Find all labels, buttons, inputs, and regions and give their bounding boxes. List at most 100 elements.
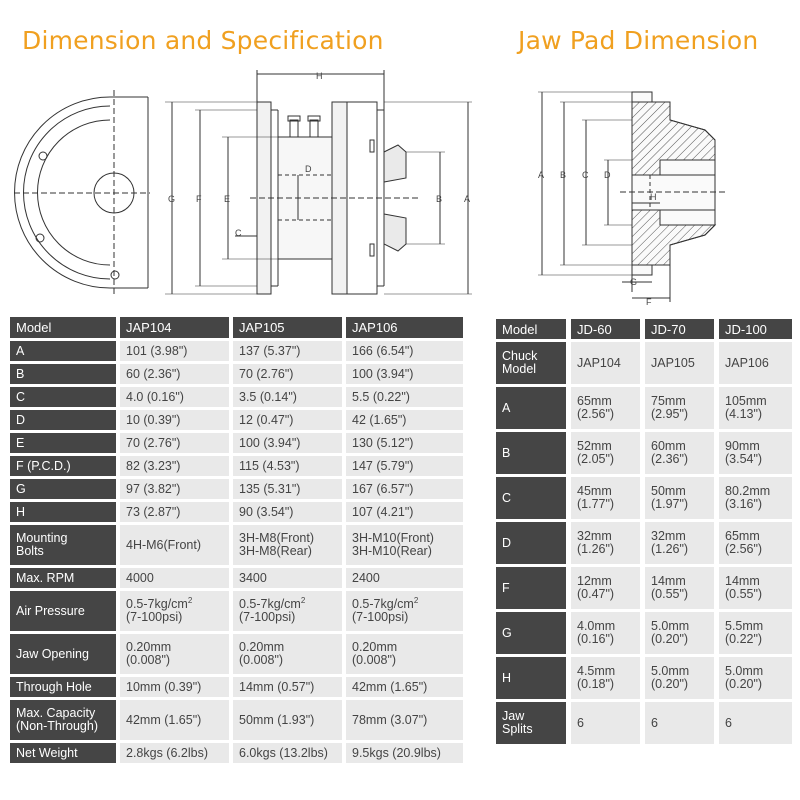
dim-label-h: H <box>316 71 323 81</box>
header-cell: JAP106 <box>346 317 463 338</box>
table-row: G 4.0mm(0.16") 5.0mm(0.20") 5.5mm(0.22") <box>496 612 792 654</box>
row-label-line: Jaw <box>502 709 525 723</box>
cell: 65mm(2.56") <box>719 522 792 564</box>
cell: 0.5-7kg/cm2(7-100psi) <box>233 591 342 631</box>
superscript: 2 <box>300 595 306 605</box>
cell-line: 65mm <box>725 529 760 543</box>
cell: 60mm(2.36") <box>645 432 714 474</box>
cell: 78mm (3.07") <box>346 700 463 740</box>
table-row: Max. Capacity(Non-Through) 42mm (1.65") … <box>10 700 463 740</box>
cell: 5.5 (0.22") <box>346 387 463 407</box>
cell: 14mm(0.55") <box>719 567 792 609</box>
cell-line: 5.0mm <box>651 664 690 678</box>
row-label: G <box>10 479 116 499</box>
cell-line: 4H-M6(Front) <box>126 537 202 552</box>
cell: 32mm(1.26") <box>645 522 714 564</box>
cell: 97 (3.82") <box>120 479 229 499</box>
cell: 3.5 (0.14") <box>233 387 342 407</box>
row-label: Through Hole <box>10 677 116 697</box>
cell: JAP106 <box>719 342 792 384</box>
cell: 42 (1.65") <box>346 410 463 430</box>
cell: 45mm(1.77") <box>571 477 640 519</box>
cell-line: (2.95") <box>651 407 689 421</box>
cell-line: 3H-M8(Front) <box>239 531 315 545</box>
header-cell: JAP105 <box>233 317 342 338</box>
cell-line: (2.05") <box>577 452 615 466</box>
cell-line: 3H-M10(Front) <box>352 531 434 545</box>
cell-line: (3.16") <box>725 497 763 511</box>
row-label: H <box>10 502 116 522</box>
cell: 5.0mm(0.20") <box>645 657 714 699</box>
cell-line: 4.5mm <box>577 664 616 678</box>
cell-line: 45mm <box>577 484 612 498</box>
cell: 50mm (1.93") <box>233 700 342 740</box>
cell-line: (2.36") <box>651 452 689 466</box>
row-label: A <box>10 341 116 361</box>
jaw-label-h: H <box>650 192 657 202</box>
table-row: H 4.5mm(0.18") 5.0mm(0.20") 5.0mm(0.20") <box>496 657 792 699</box>
cell-line: 0.5-7kg/cm2 <box>239 595 336 611</box>
cell: 101 (3.98") <box>120 341 229 361</box>
cell: 6.0kgs (13.2lbs) <box>233 743 342 763</box>
cell: 107 (4.21") <box>346 502 463 522</box>
cell: 14mm(0.55") <box>645 567 714 609</box>
cell-line: (7-100psi) <box>126 610 183 624</box>
jaw-pad-title: Jaw Pad Dimension <box>518 26 759 55</box>
dim-label-a: A <box>464 194 470 204</box>
cell: 3H-M8(Front)3H-M8(Rear) <box>233 525 342 565</box>
cell: 105mm(4.13") <box>719 387 792 429</box>
cell-line: 14mm <box>651 574 686 588</box>
cell-line: 32mm <box>577 529 612 543</box>
row-label-line: Max. Capacity <box>16 706 96 720</box>
cell-line: 75mm <box>651 394 686 408</box>
jaw-label-d: D <box>604 170 611 180</box>
cell: 42mm (1.65") <box>346 677 463 697</box>
row-label: F (P.C.D.) <box>10 456 116 476</box>
cell: 5.0mm(0.20") <box>645 612 714 654</box>
spec-title: Dimension and Specification <box>22 26 384 55</box>
jaw-label-c: C <box>582 170 589 180</box>
cell: 4000 <box>120 568 229 588</box>
cell-line: (0.008") <box>352 653 397 667</box>
row-label: Net Weight <box>10 743 116 763</box>
cell-line: 0.20mm <box>352 640 398 654</box>
cell-line: (1.26") <box>577 542 615 556</box>
cell: 0.20mm(0.008") <box>233 634 342 674</box>
cell: JAP104 <box>571 342 640 384</box>
cell-line: 90mm <box>725 439 760 453</box>
jaw-label-a: A <box>538 170 544 180</box>
cell: 14mm (0.57") <box>233 677 342 697</box>
row-label: G <box>496 612 566 654</box>
cell: 100 (3.94") <box>233 433 342 453</box>
table-row: D 32mm(1.26") 32mm(1.26") 65mm(2.56") <box>496 522 792 564</box>
header-cell: JD-70 <box>645 319 714 339</box>
jaw-label-f: F <box>646 297 652 305</box>
dim-label-c: C <box>235 228 242 238</box>
cell-line: 3H-M8(Rear) <box>239 544 312 558</box>
cell-line: (0.22") <box>725 632 763 646</box>
cell: 82 (3.23") <box>120 456 229 476</box>
cell-line: (0.18") <box>577 677 615 691</box>
cell: 6 <box>719 702 792 744</box>
row-label: B <box>496 432 566 474</box>
table-row: F 12mm(0.47") 14mm(0.55") 14mm(0.55") <box>496 567 792 609</box>
row-label: B <box>10 364 116 384</box>
cell: 10 (0.39") <box>120 410 229 430</box>
cell: 0.5-7kg/cm2(7-100psi) <box>346 591 463 631</box>
cell-line: 12mm <box>577 574 612 588</box>
dim-label-g: G <box>168 194 175 204</box>
cell: 9.5kgs (20.9lbs) <box>346 743 463 763</box>
table-row: C 45mm(1.77") 50mm(1.97") 80.2mm(3.16") <box>496 477 792 519</box>
cell: 90 (3.54") <box>233 502 342 522</box>
cell: 12mm(0.47") <box>571 567 640 609</box>
cell: 42mm (1.65") <box>120 700 229 740</box>
cell-line: 80.2mm <box>725 484 771 498</box>
cell: 100 (3.94") <box>346 364 463 384</box>
cell-line: (3.54") <box>725 452 763 466</box>
